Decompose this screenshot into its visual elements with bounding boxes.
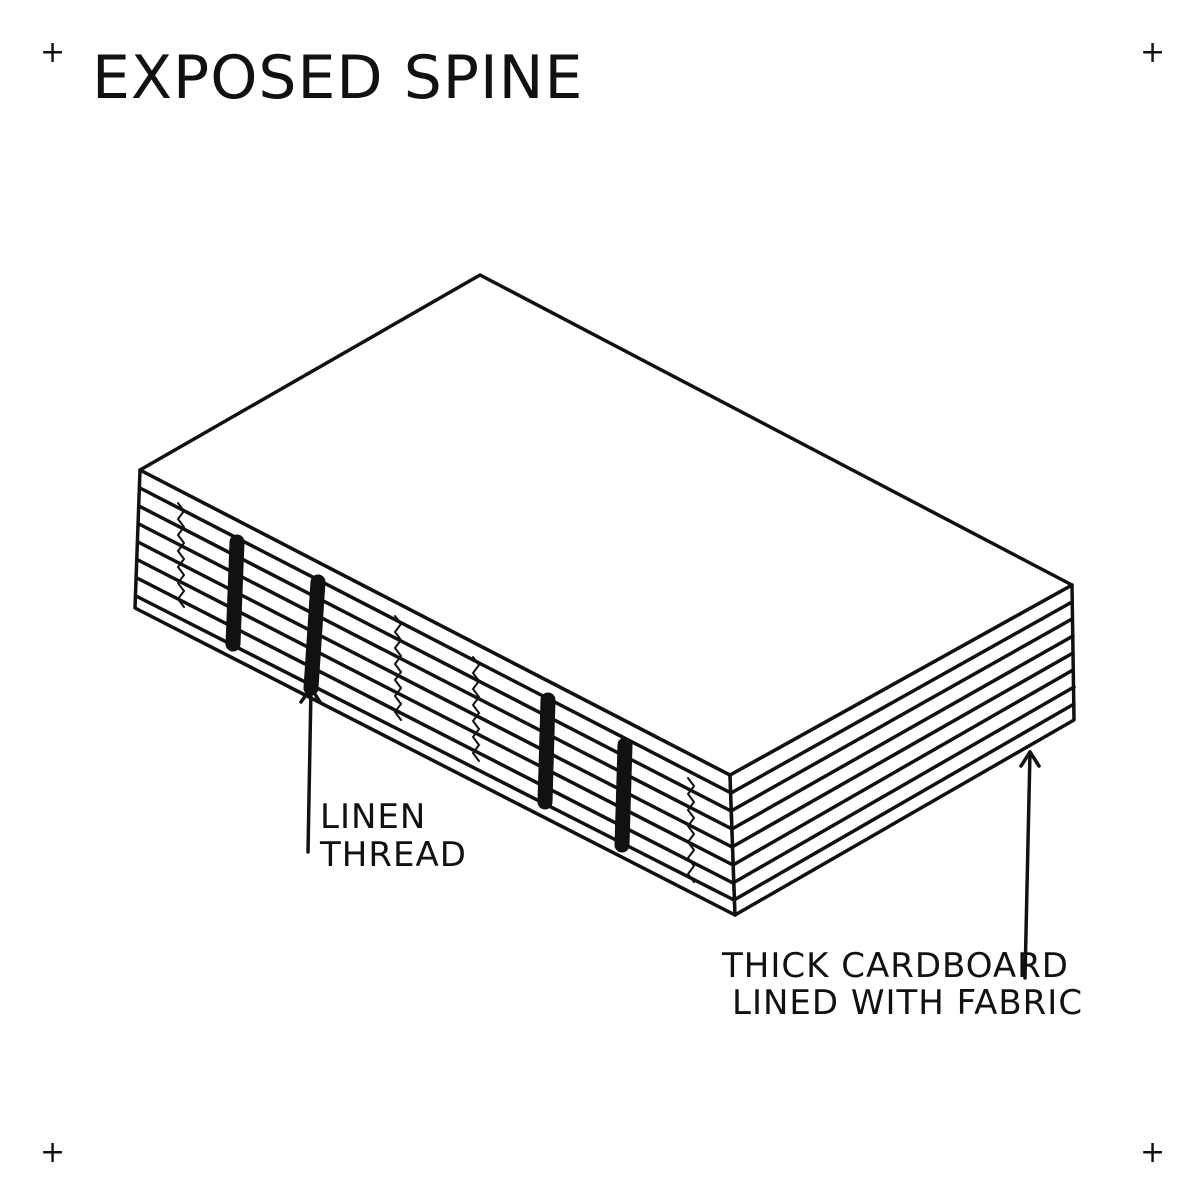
book-illustration bbox=[133, 273, 1076, 917]
cardboard-callout: THICK CARDBOARD LINED WITH FABRIC bbox=[721, 750, 1083, 1023]
linen-thread-leader-line bbox=[306, 686, 313, 854]
cardboard-leader-line bbox=[1023, 750, 1032, 980]
corner-mark-top-right: + bbox=[1140, 35, 1165, 70]
corner-mark-bottom-right: + bbox=[1140, 1135, 1165, 1170]
signature-lines-fore-edge bbox=[729, 600, 1076, 902]
book-top-cover bbox=[138, 273, 1074, 777]
cardboard-arrowhead bbox=[1019, 750, 1041, 768]
linen-thread-label-line2: THREAD bbox=[319, 835, 467, 875]
corner-mark-top-left: + bbox=[40, 35, 65, 70]
diagram-title: EXPOSED SPINE bbox=[92, 43, 583, 113]
linen-thread-bands bbox=[225, 534, 633, 853]
cardboard-label-line2: LINED WITH FABRIC bbox=[732, 983, 1083, 1023]
linen-thread-callout: LINEN THREAD bbox=[299, 686, 467, 875]
linen-thread-label-line1: LINEN bbox=[320, 797, 426, 837]
corner-mark-bottom-left: + bbox=[40, 1135, 65, 1170]
cardboard-label-line1: THICK CARDBOARD bbox=[721, 946, 1069, 986]
kettle-stitches bbox=[176, 502, 696, 883]
linen-thread-arrowhead bbox=[299, 686, 322, 704]
